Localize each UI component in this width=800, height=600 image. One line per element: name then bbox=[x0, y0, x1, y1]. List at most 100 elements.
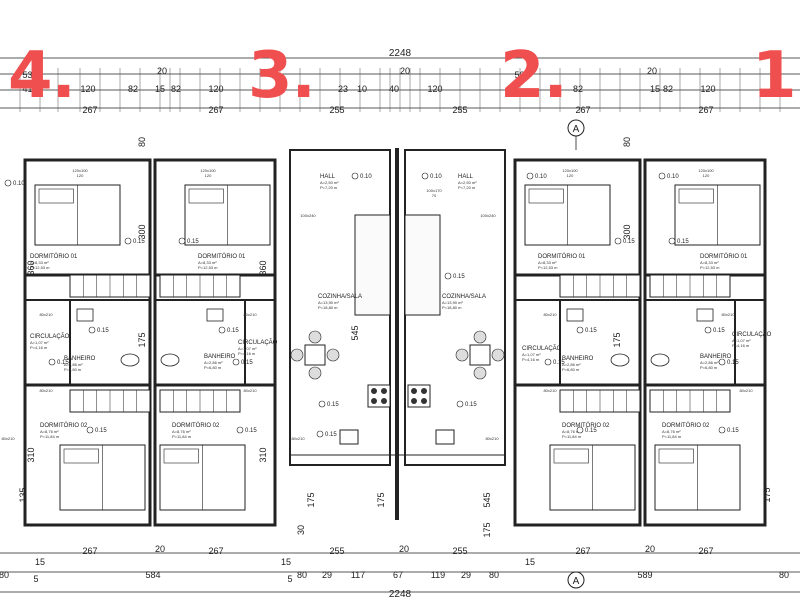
level-marker bbox=[232, 358, 240, 366]
room-name-dorm2: DORMITÓRIO 02 bbox=[40, 422, 88, 429]
level-marker bbox=[526, 172, 534, 180]
room-area-banheiro: A=2,86 m² bbox=[562, 362, 581, 367]
level-marker bbox=[576, 426, 584, 434]
room-name-dorm2: DORMITÓRIO 02 bbox=[662, 422, 710, 429]
vertical-dim-r-1: 360 bbox=[258, 260, 268, 275]
stove bbox=[407, 384, 431, 408]
dim-bottom-5-a: 5 bbox=[33, 574, 38, 584]
room-name-circulacao: CIRCULAÇÃO bbox=[732, 331, 772, 338]
chair bbox=[473, 366, 487, 380]
chair bbox=[326, 348, 340, 362]
room-perimeter-hall: P=7,20 m bbox=[458, 185, 476, 190]
dim-row-d-1: 267 bbox=[208, 546, 223, 556]
level-marker bbox=[718, 358, 726, 366]
room-area-dorm2: A=8,76 m² bbox=[172, 429, 191, 434]
pillow bbox=[188, 188, 224, 204]
vertical-dim-r-0: 80 bbox=[622, 137, 632, 147]
dim-row-d-3: 255 bbox=[452, 546, 467, 556]
pillow bbox=[38, 188, 74, 204]
pillow bbox=[63, 448, 99, 464]
level-marker bbox=[218, 326, 226, 334]
room-perimeter-cozinha: P=18,80 m bbox=[318, 305, 338, 310]
vertical-dim-r-4: 310 bbox=[258, 447, 268, 462]
axis-marker-bottom bbox=[567, 571, 585, 589]
room-name-circulacao: CIRCULAÇÃO bbox=[522, 345, 562, 352]
room-name-cozinha: COZINHA/SALA bbox=[318, 294, 362, 300]
level-marker bbox=[456, 400, 464, 408]
pillow bbox=[678, 188, 714, 204]
washbasin bbox=[566, 308, 584, 322]
dim-row-b-11: 15 bbox=[650, 84, 660, 94]
burner bbox=[381, 388, 387, 394]
dim-row-b-7: 10 bbox=[357, 84, 367, 94]
vertical-dim-3: 175 bbox=[137, 332, 147, 347]
level-mark-label-b: 0.10 bbox=[13, 181, 25, 187]
room-perimeter-banheiro: P=6,80 m bbox=[204, 365, 222, 370]
vertical-dim-r-5: 545 bbox=[482, 492, 492, 507]
burner bbox=[381, 398, 387, 404]
room-perimeter-circulacao: P=4,16 m bbox=[30, 345, 48, 350]
room-area-dorm2: A=8,76 m² bbox=[40, 429, 59, 434]
room-area-banheiro: A=2,86 m² bbox=[204, 360, 223, 365]
level-mark-label: 0.15 bbox=[677, 239, 689, 245]
room-labels: DORMITÓRIO 01A=8,33 m²P=12,53 mDORMITÓRI… bbox=[1, 137, 772, 538]
dim-bottom-20-a: 20 bbox=[155, 544, 165, 554]
level-marker bbox=[86, 426, 94, 434]
room-perimeter-circulacao: P=4,16 m bbox=[238, 351, 256, 356]
level-mark-label: 0.15 bbox=[133, 239, 145, 245]
window-label: 120x100 bbox=[200, 168, 216, 173]
room-perimeter-dorm1: P=12,53 m bbox=[198, 265, 218, 270]
door-label: 80x210 bbox=[243, 312, 257, 317]
dining-table bbox=[304, 344, 326, 366]
room-area-circulacao: A=1,07 m² bbox=[30, 340, 49, 345]
room-perimeter-circulacao: P=4,16 m bbox=[732, 343, 750, 348]
window-label: 120x100 bbox=[72, 168, 88, 173]
dim-row-a-4: 20 bbox=[647, 66, 657, 76]
room-area-cozinha: A=13,90 m² bbox=[442, 300, 463, 305]
level-marker bbox=[351, 172, 359, 180]
toilet bbox=[610, 353, 630, 367]
dim-row-d-2: 255 bbox=[329, 546, 344, 556]
room-perimeter-dorm2: P=11,84 m bbox=[562, 434, 582, 439]
room-name-circulacao: CIRCULAÇÃO bbox=[238, 339, 278, 346]
dim-row-b-10: 82 bbox=[573, 84, 583, 94]
dim-row-e-9: 589 bbox=[637, 570, 652, 580]
level-marker bbox=[316, 430, 324, 438]
level-mark-label: 0.15 bbox=[585, 428, 597, 434]
toilet bbox=[160, 353, 180, 367]
room-perimeter-dorm1: P=12,53 m bbox=[700, 265, 720, 270]
room-name-banheiro: BANHEIRO bbox=[64, 356, 96, 362]
room-area-dorm1: A=8,33 m² bbox=[30, 260, 49, 265]
door-label: 80x210 bbox=[543, 388, 557, 393]
dim-row-b-6: 23 bbox=[338, 84, 348, 94]
door-label: 80x210 bbox=[243, 388, 257, 393]
toilet bbox=[120, 353, 140, 367]
room-name-dorm2: DORMITÓRIO 02 bbox=[562, 422, 610, 429]
level-mark-label: 0.15 bbox=[713, 328, 725, 334]
chair bbox=[473, 330, 487, 344]
room-perimeter-dorm2: P=11,84 m bbox=[40, 434, 60, 439]
level-mark-label: 0.15 bbox=[325, 432, 337, 438]
room-name-banheiro: BANHEIRO bbox=[700, 354, 732, 360]
dim-bottom-15-a: 15 bbox=[35, 557, 45, 567]
room-name-cozinha: COZINHA/SALA bbox=[442, 294, 486, 300]
room-area-banheiro: A=2,86 m² bbox=[64, 362, 83, 367]
level-marker bbox=[178, 237, 186, 245]
pillow bbox=[553, 448, 589, 464]
unit-number-1: 1. bbox=[752, 39, 800, 113]
dim-row-a-2: 20 bbox=[400, 66, 410, 76]
dim-row-b-1: 120 bbox=[80, 84, 95, 94]
level-marker bbox=[124, 237, 132, 245]
axis-label-top: A bbox=[573, 124, 580, 135]
level-mark-label-b: 0.10 bbox=[535, 174, 547, 180]
vertical-dim-r-7: 175 bbox=[762, 487, 772, 502]
unit-number-4: 4. bbox=[8, 39, 76, 113]
dim-row-e-4: 117 bbox=[351, 570, 365, 580]
pillow bbox=[163, 448, 199, 464]
level-mark-label: 0.15 bbox=[727, 360, 739, 366]
dim-bottom-15-b: 15 bbox=[281, 557, 291, 567]
pillow bbox=[528, 188, 564, 204]
level-mark-label: 0.15 bbox=[97, 328, 109, 334]
